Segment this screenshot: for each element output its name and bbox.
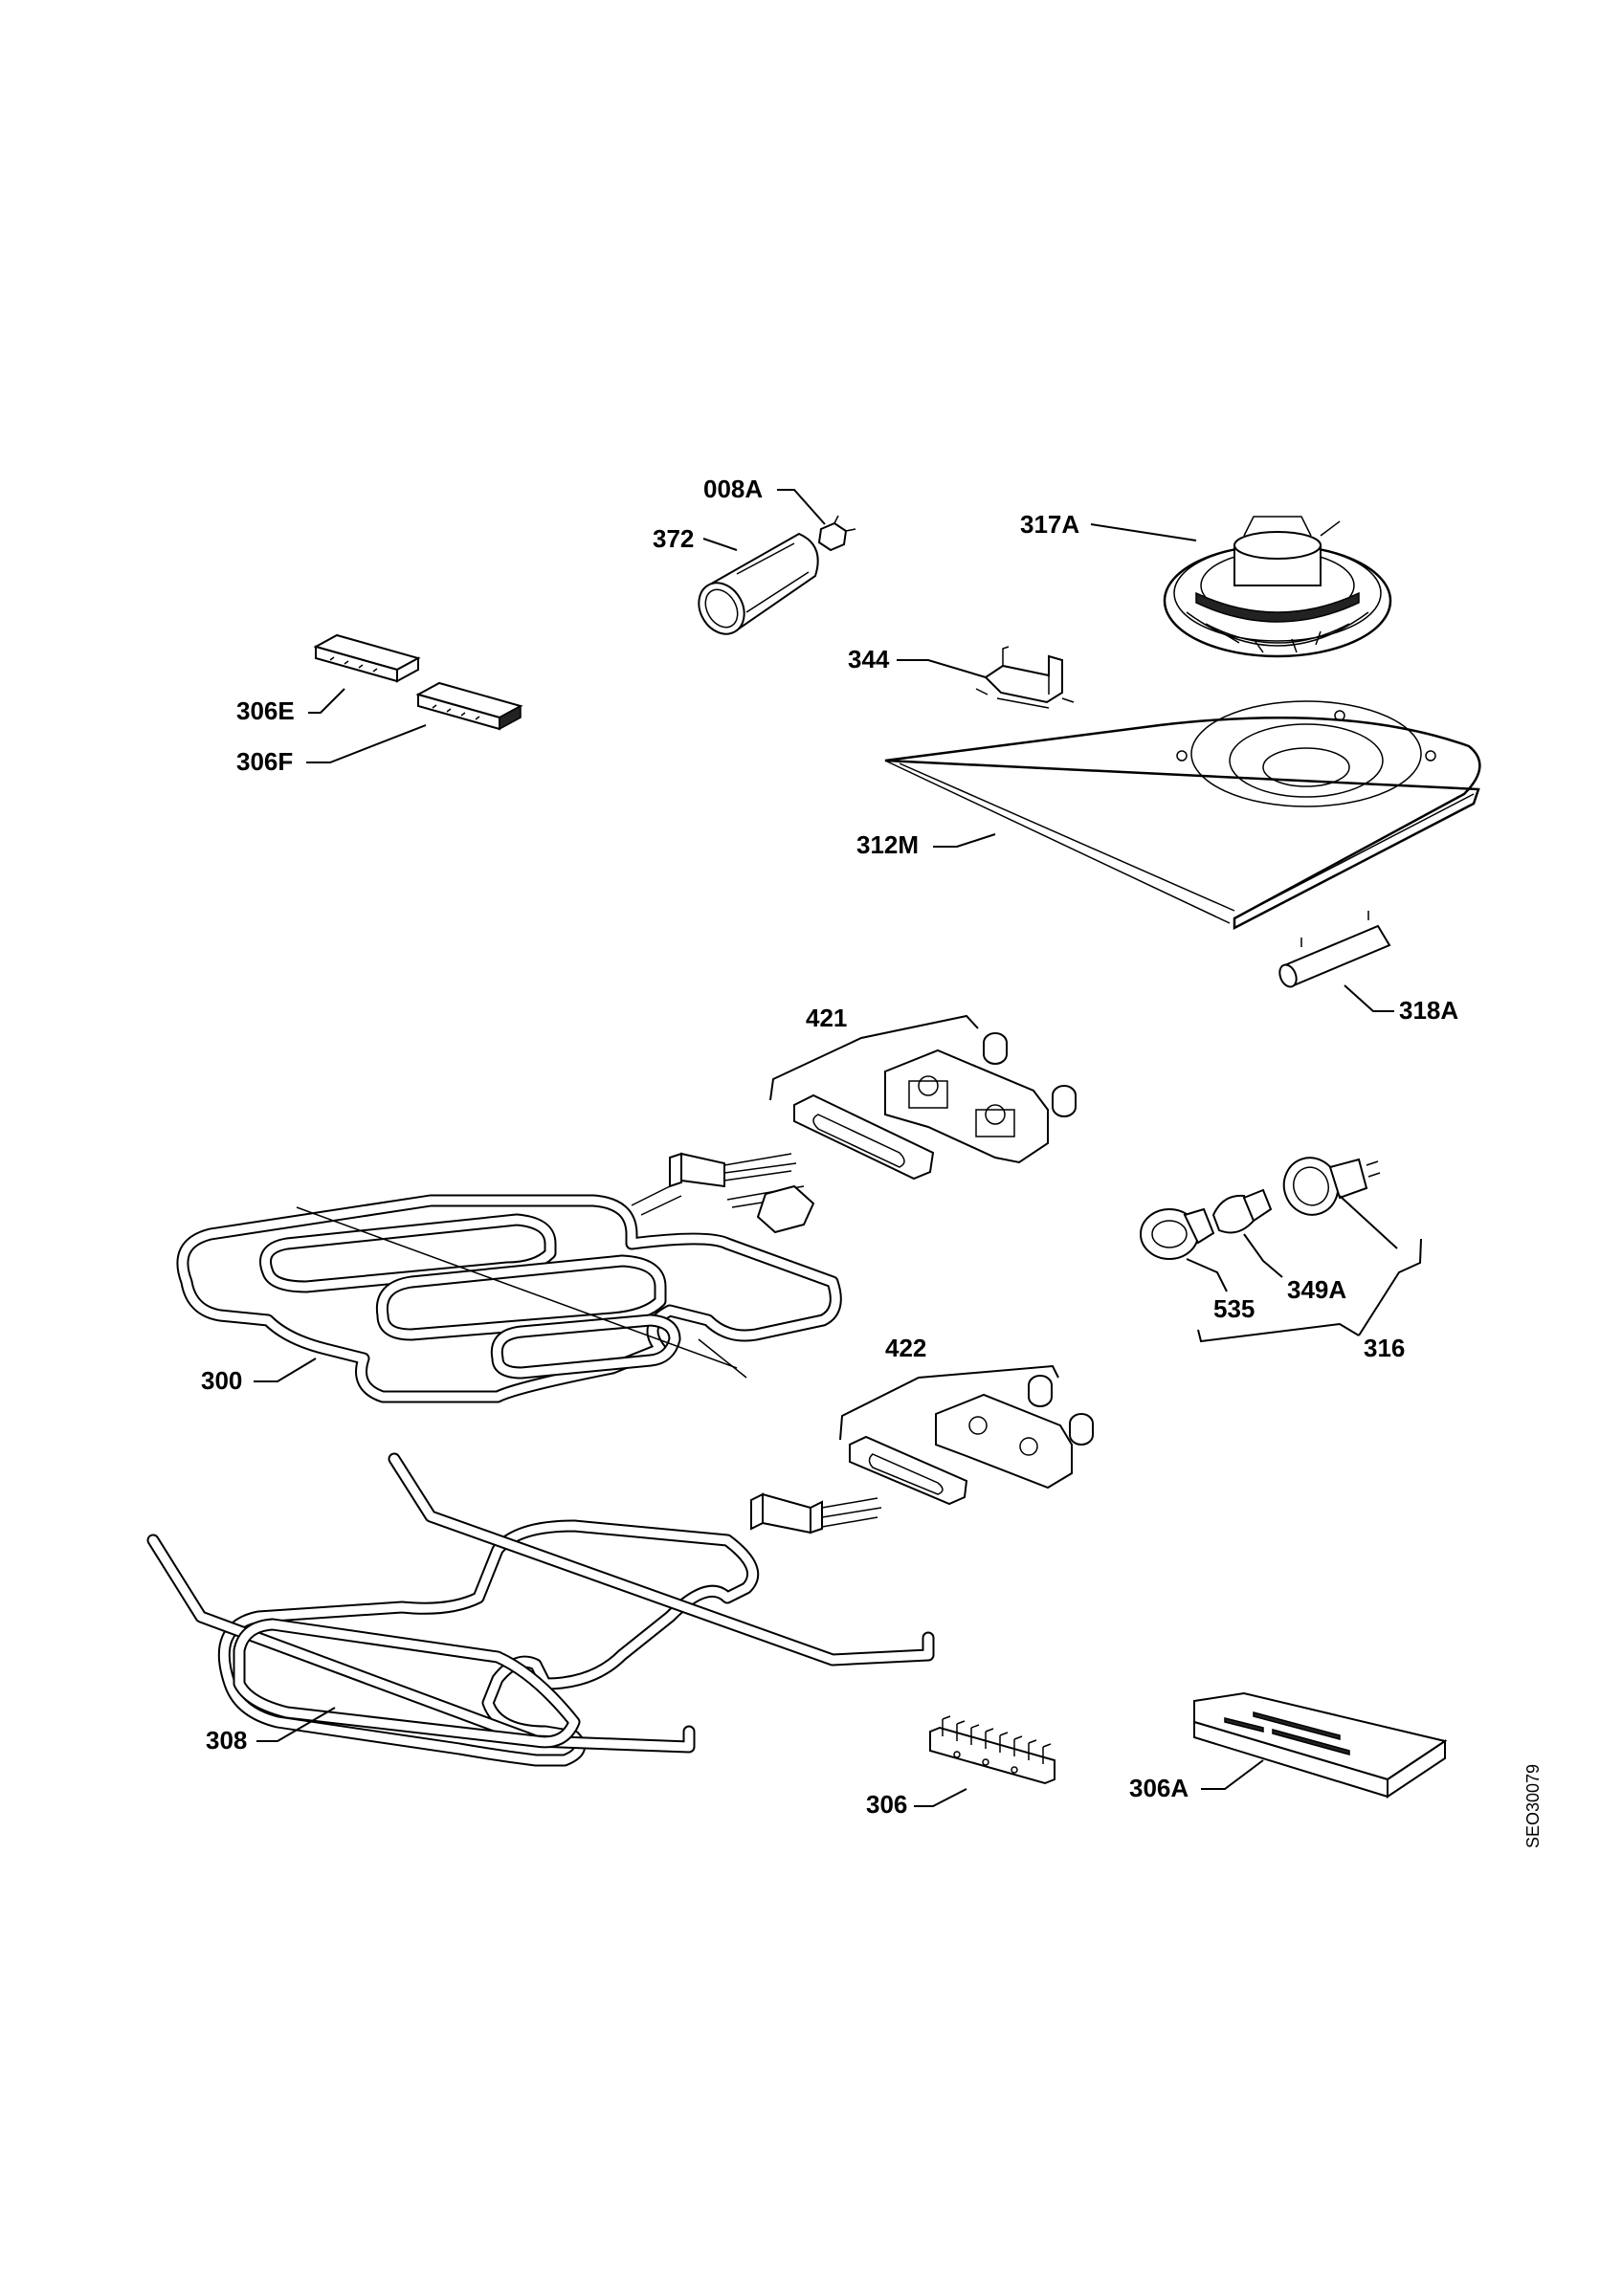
part-306E xyxy=(313,633,421,683)
label-344: 344 xyxy=(848,645,890,673)
label-317A-group: 317A xyxy=(1020,510,1197,541)
part-306A xyxy=(1193,1691,1448,1799)
label-300: 300 xyxy=(201,1366,242,1395)
label-318A: 318A xyxy=(1399,996,1458,1025)
part-535 xyxy=(1140,1207,1215,1260)
label-422-group: 422 xyxy=(839,1334,1059,1441)
part-312M xyxy=(884,700,1481,931)
label-306A-group: 306A xyxy=(1129,1759,1264,1802)
label-306A: 306A xyxy=(1129,1774,1189,1802)
part-421 xyxy=(793,1032,1077,1181)
label-317A: 317A xyxy=(1020,510,1079,539)
label-008A-group: 008A xyxy=(703,475,826,525)
part-372 xyxy=(698,532,819,635)
part-317A xyxy=(1163,516,1392,658)
label-306E-group: 306E xyxy=(236,688,345,725)
label-308-group: 308 xyxy=(206,1707,336,1755)
part-308 xyxy=(146,1452,935,1767)
part-008A xyxy=(817,515,856,552)
label-316-group: 316 xyxy=(1197,1195,1422,1362)
label-421-group: 421 xyxy=(769,1004,979,1101)
label-535-group: 535 xyxy=(1186,1258,1255,1323)
part-344 xyxy=(975,646,1075,709)
label-312M-group: 312M xyxy=(856,830,996,859)
part-318A xyxy=(1278,911,1391,988)
label-372: 372 xyxy=(653,524,694,553)
part-306F xyxy=(415,681,523,731)
label-421: 421 xyxy=(806,1004,847,1032)
label-316: 316 xyxy=(1364,1334,1405,1362)
part-422 xyxy=(849,1375,1094,1506)
label-306-group: 306 xyxy=(866,1788,967,1819)
label-306: 306 xyxy=(866,1790,907,1819)
label-308: 308 xyxy=(206,1726,247,1755)
label-306F: 306F xyxy=(236,747,293,776)
label-535: 535 xyxy=(1213,1294,1255,1323)
label-306E: 306E xyxy=(236,696,295,725)
label-318A-group: 318A xyxy=(1344,984,1458,1025)
label-008A: 008A xyxy=(703,475,763,503)
label-344-group: 344 xyxy=(848,645,987,678)
label-422: 422 xyxy=(885,1334,926,1362)
part-349A xyxy=(1211,1157,1381,1234)
part-306 xyxy=(929,1715,1055,1785)
label-349A: 349A xyxy=(1287,1275,1346,1304)
part-300 xyxy=(176,1152,842,1403)
drawing-code: SEO30079 xyxy=(1523,1764,1543,1848)
label-300-group: 300 xyxy=(201,1358,317,1395)
label-312M: 312M xyxy=(856,830,919,859)
label-372-group: 372 xyxy=(653,524,738,553)
label-306F-group: 306F xyxy=(236,724,427,776)
label-349A-group: 349A xyxy=(1243,1233,1346,1304)
